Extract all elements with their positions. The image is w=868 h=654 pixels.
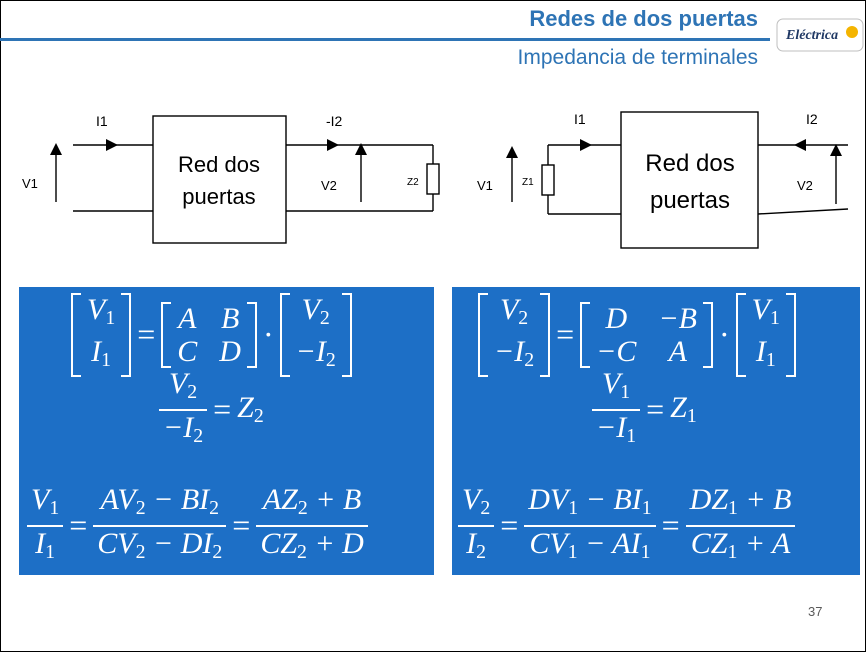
right-block-label-2: puertas — [650, 187, 730, 214]
right-load-label: Z1 — [522, 177, 534, 188]
right-load-impedance — [541, 164, 555, 196]
slide-subtitle: Impedancia de terminales — [517, 46, 758, 69]
page-number: 37 — [808, 604, 823, 619]
left-voltage-out: V2 — [321, 178, 337, 193]
left-current-in: I1 — [96, 113, 108, 129]
left-block-label-2: puertas — [182, 184, 255, 209]
right-voltage-out: V2 — [797, 178, 813, 193]
left-network-block — [152, 115, 287, 244]
right-voltage-in: V1 — [477, 178, 493, 193]
left-current-out: -I2 — [326, 113, 343, 129]
circuit-diagrams: Red dos puertas I1 -I2 V1 V2 Z2 Red dos … — [22, 111, 849, 249]
right-current-in: I1 — [574, 111, 586, 127]
right-current-out: I2 — [806, 111, 818, 127]
left-load-label: Z2 — [407, 177, 419, 188]
left-load-impedance — [426, 163, 440, 195]
left-voltage-in: V1 — [22, 176, 38, 191]
left-block-label-1: Red dos — [178, 152, 260, 177]
right-network-block — [620, 111, 759, 249]
right-load-equation: V1−I1 = Z1 — [592, 367, 697, 453]
right-block-label-1: Red dos — [645, 150, 734, 177]
left-load-equation: V2−I2 = Z2 — [159, 367, 264, 453]
header-rule — [0, 38, 770, 41]
department-logo — [776, 18, 864, 52]
logo-text: Eléctrica — [786, 28, 839, 43]
slide-title: Redes de dos puertas — [529, 6, 758, 31]
